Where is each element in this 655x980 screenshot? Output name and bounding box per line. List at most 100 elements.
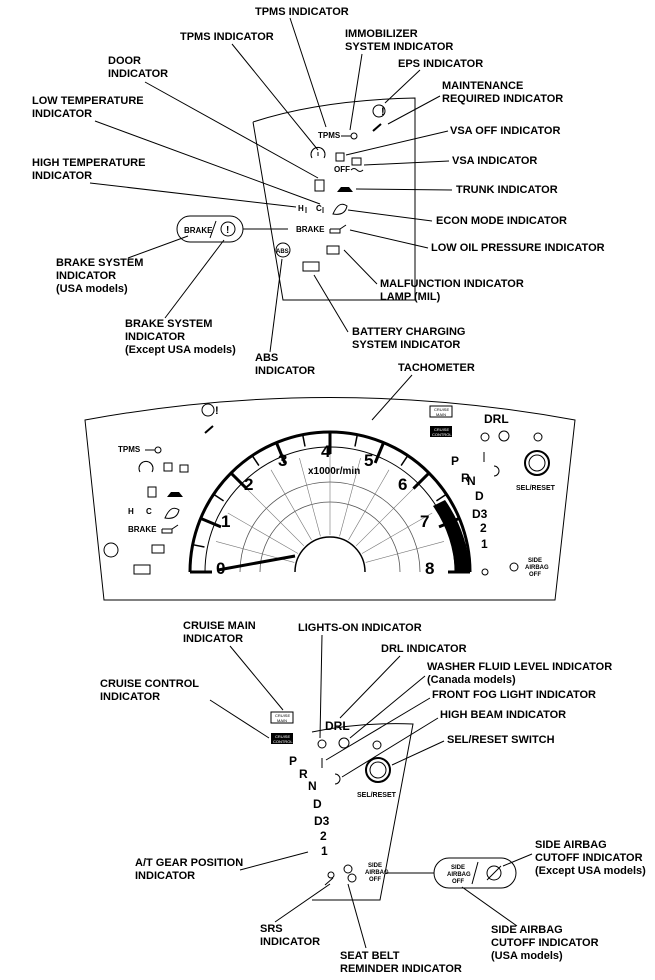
tach-tick: [251, 455, 260, 466]
label-brake-usa-2: INDICATOR: [56, 270, 116, 282]
tach-tick: [354, 434, 359, 447]
mid-drl-text: DRL: [484, 412, 509, 426]
label-sel-reset: SEL/RESET SWITCH: [447, 734, 555, 746]
svg-text:CRUISE: CRUISE: [434, 407, 449, 412]
label-low-temp-1: LOW TEMPERATURE: [32, 95, 144, 107]
seatbelt-icon: [324, 871, 335, 886]
label-high-temp-2: INDICATOR: [32, 170, 92, 182]
label-cruise-control-1: CRUISE CONTROL: [100, 678, 199, 690]
label-door-1: DOOR: [108, 55, 141, 67]
trunk-icon: [167, 492, 183, 497]
svg-text:MAIN: MAIN: [436, 412, 446, 417]
tach-number-4: 4: [321, 442, 331, 461]
label-battery-1: BATTERY CHARGING: [352, 326, 465, 338]
bottom-gear-r: R: [299, 767, 308, 781]
label-trunk: TRUNK INDICATOR: [456, 184, 558, 196]
label-cruise-main-2: INDICATOR: [183, 633, 243, 645]
label-immobilizer-1: IMMOBILIZER: [345, 28, 418, 40]
bottom-gear-n: N: [308, 779, 317, 793]
brake-text: BRAKE: [296, 225, 325, 234]
washer-icon: [338, 737, 350, 749]
label-front-fog: FRONT FOG LIGHT INDICATOR: [432, 689, 596, 701]
label-tachometer: TACHOMETER: [398, 362, 475, 374]
bottom-drl-text: DRL: [325, 719, 350, 733]
vsa-off-icon: [163, 462, 173, 472]
engine-icon: [151, 544, 165, 554]
mid-gear-2: 2: [480, 521, 487, 535]
bottom-gear-1: 1: [321, 844, 328, 858]
mid-side-airbag-1: SIDE: [528, 558, 542, 564]
mid-gear-d3: D3: [472, 507, 488, 521]
tach-grid-line: [348, 469, 390, 541]
washer-icon: [498, 430, 510, 442]
top-leader-lines: [89, 17, 453, 353]
tach-number-3: 3: [278, 451, 287, 470]
svg-text:OFF: OFF: [334, 165, 350, 174]
svg-text:BRAKE: BRAKE: [184, 226, 213, 235]
bottom-leader-lines: [209, 634, 533, 949]
label-side-airbag-except-1: SIDE AIRBAG: [535, 839, 607, 851]
abs-icon: ABS: [275, 242, 291, 258]
label-maintenance-1: MAINTENANCE: [442, 80, 523, 92]
label-brake-except-3: (Except USA models): [125, 344, 236, 356]
label-tpms: TPMS INDICATOR: [180, 31, 274, 43]
tachometer-ticks: [190, 432, 470, 574]
tach-grid-line: [355, 488, 414, 547]
label-high-beam: HIGH BEAM INDICATOR: [440, 709, 566, 721]
svg-text:CRUISE: CRUISE: [275, 734, 290, 739]
headlight-icon: [480, 432, 490, 442]
tach-tick: [200, 517, 222, 529]
door-icon: [147, 486, 157, 498]
engine-icon: [326, 245, 340, 255]
tach-number-8: 8: [425, 559, 434, 578]
tpms-icon: [138, 460, 154, 473]
trunk-icon: [337, 187, 353, 192]
label-cruise-control-2: INDICATOR: [100, 691, 160, 703]
tach-unit: x1000r/min: [308, 466, 360, 477]
tach-tick: [436, 493, 447, 502]
bottom-side-airbag-2: AIRBAG: [365, 870, 389, 876]
tach-grid-line: [365, 541, 445, 563]
label-washer-2: (Canada models): [427, 674, 516, 686]
power-steering-icon: !: [372, 104, 386, 118]
label-washer-1: WASHER FLUID LEVEL INDICATOR: [427, 661, 612, 673]
high-temp-h: H: [298, 204, 304, 213]
cluster-outline-top: [252, 97, 416, 301]
bottom-gear-p: P: [289, 754, 297, 768]
label-low-temp-2: INDICATOR: [32, 108, 92, 120]
label-seat-belt-2: REMINDER INDICATOR: [340, 963, 462, 975]
tach-tick: [455, 543, 468, 548]
label-at-gear-1: A/T GEAR POSITION: [135, 857, 243, 869]
svg-text:CRUISE: CRUISE: [275, 713, 290, 718]
tachometer-grid: [215, 454, 445, 563]
tach-number-7: 7: [420, 512, 429, 531]
tach-tick: [275, 442, 287, 464]
mid-gear-n: N: [467, 474, 476, 488]
bottom-side-airbag-3: OFF: [369, 877, 381, 883]
tpms-icon: [310, 146, 326, 159]
mid-c: C: [146, 507, 152, 516]
battery-icon: [302, 261, 320, 272]
bottom-gear-2: 2: [320, 829, 327, 843]
label-abs-2: INDICATOR: [255, 365, 315, 377]
oil-can-icon: [161, 524, 179, 534]
econ-leaf-icon: [332, 203, 348, 215]
label-at-gear-2: INDICATOR: [135, 870, 195, 882]
tach-number-0: 0: [216, 559, 225, 578]
low-temp-c: C: [316, 204, 322, 213]
tach-grid-line: [299, 457, 321, 537]
svg-text:!: !: [226, 225, 229, 236]
brake-system-box: BRAKE !: [176, 215, 244, 243]
label-side-airbag-except-3: (Except USA models): [535, 865, 646, 877]
gear-icon: [533, 432, 543, 442]
tach-grid-line: [361, 512, 433, 554]
high-beam-icon: [493, 465, 500, 477]
mid-gear-r: R: [461, 471, 470, 485]
tach-tick: [192, 543, 205, 548]
label-brake-except-2: INDICATOR: [125, 331, 185, 343]
temperature-icon: [305, 207, 324, 213]
